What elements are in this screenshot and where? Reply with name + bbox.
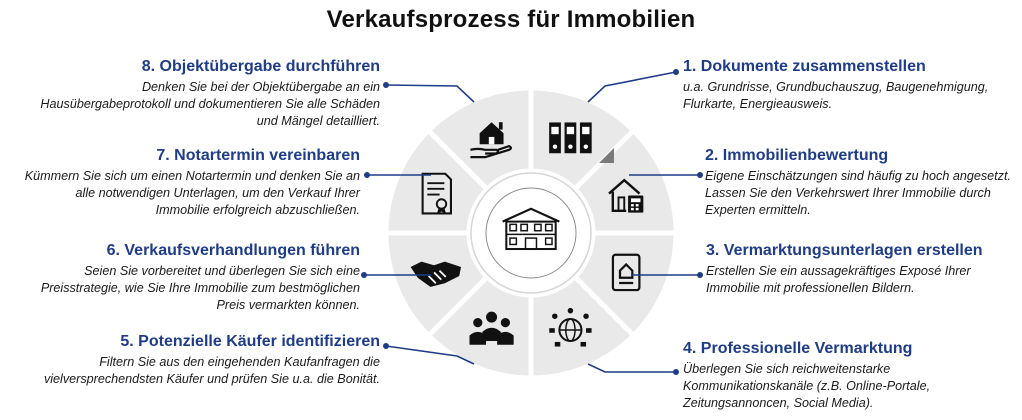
step-3: 3. Vermarktungsunterlagen erstellen Erst… [706, 241, 1022, 297]
step-5-title: 5. Potenzielle Käufer identifizieren [120, 333, 380, 350]
step-6: 6. Verkaufsverhandlungen führen Seien Si… [20, 241, 360, 314]
step-4-description: Überlegen Sie sich reichweitenstarke Kom… [683, 362, 931, 410]
step-4: 4. Professionelle Vermarktung Überlegen … [683, 339, 1003, 412]
step-8: 8. Objektübergabe durchführen Denken Sie… [40, 57, 380, 130]
connector-dot [697, 172, 703, 178]
connector-dot [673, 369, 679, 375]
corner-fold-marker [599, 148, 614, 163]
connector-dot [364, 172, 370, 178]
connector-dot [361, 272, 367, 278]
step-1: 1. Dokumente zusammenstellen u.a. Grundr… [683, 57, 1003, 113]
folders-icon [549, 122, 592, 154]
connector-lines [361, 69, 703, 375]
step-8-title: 8. Objektübergabe durchführen [141, 58, 380, 75]
connector-dot [383, 82, 389, 88]
center-inner-ring [485, 187, 577, 279]
process-ring [383, 85, 679, 381]
step-4-title: 4. Professionelle Vermarktung [683, 340, 913, 357]
step-7-title: 7. Notartermin vereinbaren [156, 147, 360, 164]
step-7: 7. Notartermin vereinbaren Kümmern Sie s… [20, 146, 360, 219]
connector-line [385, 84, 475, 103]
center-hub [470, 172, 592, 294]
step-3-description: Erstellen Sie ein aussagekräftiges Expos… [706, 264, 971, 295]
step-1-title: 1. Dokumente zusammenstellen [683, 58, 926, 75]
step-5: 5. Potenzielle Käufer identifizieren Fil… [40, 332, 380, 388]
connector-line [385, 345, 475, 365]
step-6-title: 6. Verkaufsverhandlungen führen [106, 242, 360, 259]
step-8-description: Denken Sie bei der Objektübergabe an ein… [40, 80, 380, 128]
center-circle [470, 172, 592, 294]
step-2: 2. Immobilienbewertung Eigene Einschätzu… [705, 146, 1022, 219]
step-2-title: 2. Immobilienbewertung [705, 147, 889, 164]
step-5-description: Filtern Sie aus den eingehenden Kaufanfr… [43, 355, 380, 386]
connector-dot [673, 69, 679, 75]
connector-dot [383, 343, 389, 349]
connector-line [587, 363, 676, 373]
step-7-description: Kümmern Sie sich um einen Notartermin un… [24, 169, 360, 217]
page-title: Verkaufsprozess für Immobilien [326, 6, 696, 33]
connector-line [587, 71, 677, 103]
step-1-description: u.a. Grundrisse, Grundbuchauszug, Baugen… [683, 80, 989, 111]
step-3-title: 3. Vermarktungsunterlagen erstellen [706, 242, 983, 259]
connector-dot [697, 272, 703, 278]
step-2-description: Eigene Einschätzungen sind häufig zu hoc… [705, 169, 1011, 217]
step-6-description: Seien Sie vorbereitet und überlegen Sie … [40, 264, 360, 312]
